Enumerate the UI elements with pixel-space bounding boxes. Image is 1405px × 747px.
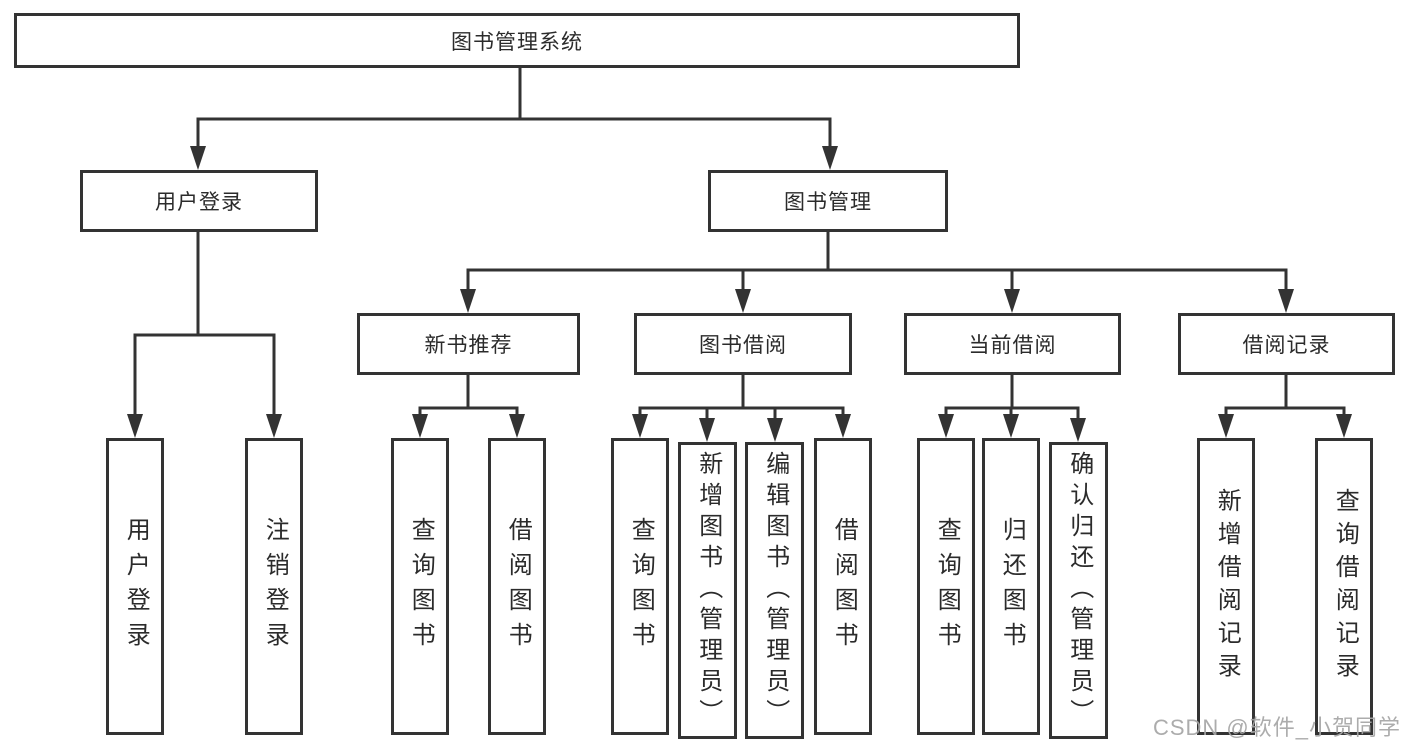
node-new-book-recommend: 新书推荐 [357,313,580,375]
node-book-borrowing: 图书借阅 [634,313,852,375]
node-current-borrowing: 当前借阅 [904,313,1121,375]
leaf-query-books-borrowing: 查询图书 [611,438,669,735]
leaf-query-borrow-record: 查询借阅记录 [1315,438,1373,735]
leaf-query-borrow-record-label: 查询借阅记录 [1331,487,1359,686]
leaf-query-books-current-label: 查询图书 [933,516,961,657]
leaf-query-books-recommend-label: 查询图书 [407,516,435,657]
leaf-borrow-books-recommend: 借阅图书 [488,438,546,735]
connector-borrowing-records-branch [1218,373,1352,438]
node-root-label: 图书管理系统 [451,30,583,54]
connector-book-borrowing-branch [632,373,851,442]
connector-current-borrowing-branch [938,373,1086,442]
node-book-management-label: 图书管理 [784,191,872,214]
leaf-edit-books-admin: 编辑图书（管理员） [745,442,804,739]
leaf-confirm-return-admin-label: 确认归还（管理员） [1065,451,1093,730]
leaf-borrow-books-borrowing-label: 借阅图书 [830,516,858,657]
leaf-return-books: 归还图书 [982,438,1040,735]
node-root: 图书管理系统 [14,13,1020,68]
node-new-book-recommend-label: 新书推荐 [424,334,513,357]
leaf-borrow-books-recommend-label: 借阅图书 [504,516,532,657]
leaf-query-books-current: 查询图书 [917,438,975,735]
leaf-add-books-admin: 新增图书（管理员） [678,442,737,739]
node-borrowing-records-label: 借阅记录 [1242,334,1331,357]
leaf-add-borrow-record-label: 新增借阅记录 [1213,487,1241,686]
leaf-edit-books-admin-label: 编辑图书（管理员） [761,451,789,730]
leaf-user-login-label: 用户登录 [122,516,150,657]
leaf-return-books-label: 归还图书 [998,516,1026,657]
node-user-login-label: 用户登录 [155,191,243,214]
connector-root-to-level2 [190,66,838,170]
connector-user-login-branch [127,230,282,438]
leaf-confirm-return-admin: 确认归还（管理员） [1049,442,1108,739]
csdn-watermark: CSDN @软件_小贺同学 [1152,715,1401,740]
leaf-logout: 注销登录 [245,438,303,735]
leaf-query-books-recommend: 查询图书 [391,438,449,735]
leaf-query-books-borrowing-label: 查询图书 [627,516,655,657]
node-current-borrowing-label: 当前借阅 [968,334,1057,357]
node-user-login: 用户登录 [80,170,318,232]
connector-new-book-branch [412,373,525,438]
leaf-borrow-books-borrowing: 借阅图书 [814,438,872,735]
leaf-user-login: 用户登录 [106,438,164,735]
leaf-add-borrow-record: 新增借阅记录 [1197,438,1255,735]
node-book-management: 图书管理 [708,170,948,232]
node-borrowing-records: 借阅记录 [1178,313,1395,375]
leaf-add-books-admin-label: 新增图书（管理员） [694,451,722,730]
node-book-borrowing-label: 图书借阅 [699,334,787,357]
leaf-logout-label: 注销登录 [261,516,289,657]
connector-book-management-branch [460,230,1294,313]
